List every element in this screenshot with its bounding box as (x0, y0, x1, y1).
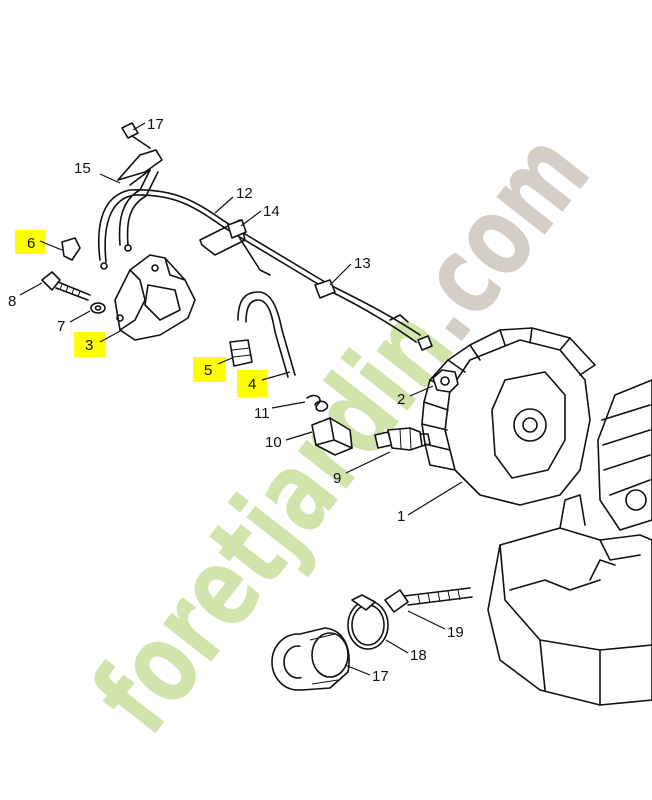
ignition-module (114, 254, 196, 341)
callout-4-highlight (237, 370, 267, 397)
callout-3: 3 (85, 337, 93, 354)
callout-4: 4 (248, 376, 256, 393)
adjusting-screw (384, 587, 473, 613)
callout-19: 19 (447, 624, 464, 641)
callout-7: 7 (57, 318, 65, 335)
ignition-wiring (98, 122, 433, 351)
callout-2: 2 (397, 391, 405, 408)
screw (41, 271, 91, 301)
callout-6-highlight (15, 230, 45, 254)
flywheel (421, 327, 596, 506)
callout-6: 6 (27, 235, 35, 252)
callout-17: 17 (372, 668, 389, 685)
engine-crankcase (487, 379, 652, 706)
callout-8: 8 (8, 293, 16, 310)
callout-16: 17 (147, 116, 164, 133)
callout-3-highlight (74, 332, 106, 357)
callout-10: 10 (265, 434, 282, 451)
ignition-lead-cap (311, 417, 353, 456)
plug-boot (229, 339, 253, 367)
callout-13: 13 (354, 255, 371, 272)
hose-clamp (347, 594, 389, 650)
callout-5-highlight (193, 357, 226, 382)
callouts: 17 15 12 14 13 6 8 7 3 5 4 (8, 116, 464, 685)
spring (306, 394, 329, 412)
callout-12: 12 (236, 185, 253, 202)
callout-18: 18 (410, 647, 427, 664)
callout-9: 9 (333, 470, 341, 487)
callout-14: 14 (263, 203, 280, 220)
clip (61, 237, 81, 261)
callout-11: 11 (254, 405, 270, 422)
callout-15: 15 (74, 160, 91, 177)
spark-plug (374, 427, 431, 451)
washer (90, 302, 106, 314)
intake-flange (271, 627, 350, 691)
nut (432, 369, 459, 393)
ground-wire (237, 291, 296, 378)
callout-1: 1 (397, 508, 405, 525)
callout-5: 5 (204, 362, 212, 379)
